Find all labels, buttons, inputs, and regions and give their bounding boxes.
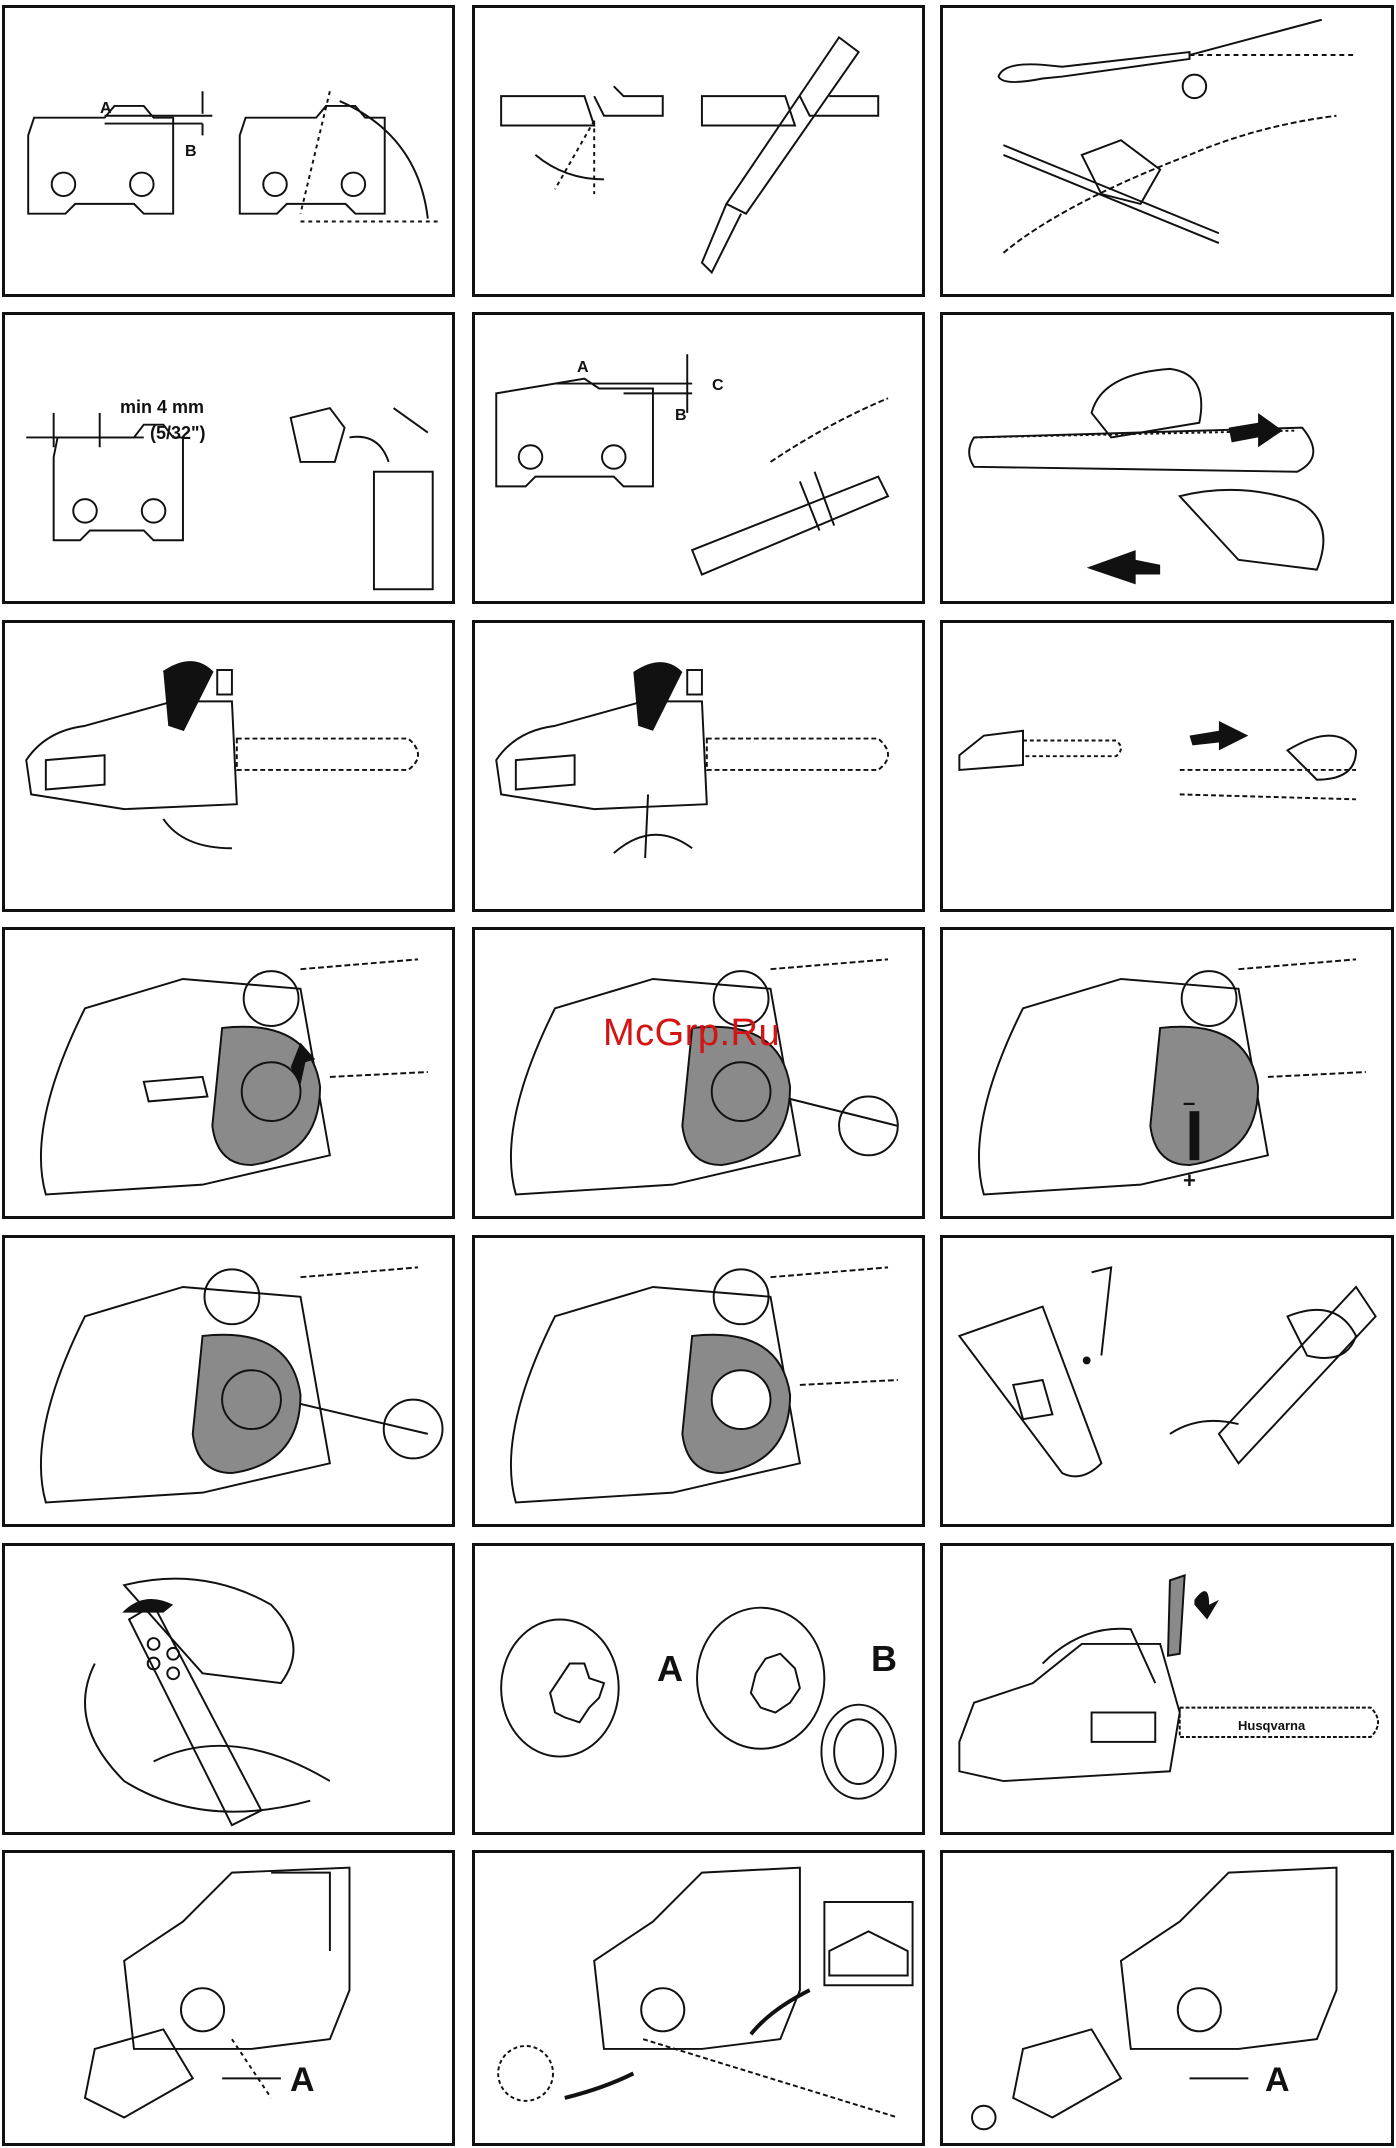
- panel-saw-screw-2: [472, 620, 925, 912]
- label-a: A: [100, 100, 112, 118]
- hand-icon: [943, 315, 1391, 601]
- label-b: B: [185, 143, 197, 161]
- label-c: C: [712, 377, 724, 395]
- chainsaw-icon: [943, 1546, 1391, 1832]
- hand-icon: [5, 1546, 452, 1832]
- plus-sign: +: [1183, 1168, 1196, 1194]
- panel-file-guide: [940, 5, 1394, 297]
- chainsaw-icon: [5, 623, 452, 909]
- label-b: B: [675, 407, 687, 425]
- file-guide-icon: [943, 8, 1391, 294]
- label-a: A: [657, 1648, 683, 1690]
- dim-in: (5/32"): [150, 423, 206, 444]
- panel-bar-lube: [940, 1235, 1394, 1527]
- tensioner-knob-icon: [475, 1238, 922, 1524]
- watermark-text: McGrp.Ru: [603, 1012, 780, 1055]
- panel-tensioner-3: – +: [940, 927, 1394, 1219]
- panel-depth-gauge: A B C: [472, 312, 925, 604]
- panel-tensioner-5: [472, 1235, 925, 1527]
- tensioner-knob-icon: [5, 930, 452, 1216]
- cutter-tooth-icon: [5, 8, 452, 294]
- chainsaw-icon: [5, 1853, 452, 2143]
- cutter-tooth-icon: [475, 315, 922, 601]
- panel-chain-mount: [472, 1850, 925, 2146]
- panel-depth-gauge-min: min 4 mm (5/32"): [2, 312, 455, 604]
- label-a: A: [577, 359, 589, 377]
- label-a: A: [1265, 2061, 1290, 2100]
- brand-label: Husqvarna: [1238, 1718, 1305, 1733]
- tensioner-knob-icon: [5, 1238, 452, 1524]
- panel-cover-refit: A: [940, 1850, 1394, 2146]
- sprocket-icon: [475, 1546, 922, 1832]
- cutter-tooth-icon: [5, 315, 452, 601]
- panel-saw-screw-1: [2, 620, 455, 912]
- minus-sign: –: [1183, 1090, 1195, 1116]
- panel-cover-removal: A: [2, 1850, 455, 2146]
- panel-tensioner-2: [472, 927, 925, 1219]
- chainsaw-icon: [943, 1853, 1391, 2143]
- label-a: A: [290, 2061, 315, 2100]
- panel-tensioner-4: [2, 1235, 455, 1527]
- label-b: B: [871, 1638, 897, 1680]
- file-icon: [475, 8, 922, 294]
- tensioner-knob-icon: [475, 930, 922, 1216]
- tensioner-knob-icon: [943, 930, 1391, 1216]
- panel-chain-brake: Husqvarna: [940, 1543, 1394, 1835]
- chainsaw-icon: [475, 1853, 922, 2143]
- panel-file-angle: [472, 5, 925, 297]
- chainsaw-icon: [475, 623, 922, 909]
- panel-cutter-angles: A B: [2, 5, 455, 297]
- panel-turn-bar: [940, 312, 1394, 604]
- panel-sprockets: A B: [472, 1543, 925, 1835]
- chainsaw-icon: [943, 623, 1391, 909]
- dim-mm: min 4 mm: [120, 397, 204, 418]
- panel-tensioner-1: [2, 927, 455, 1219]
- screwdriver-icon: [943, 1238, 1391, 1524]
- panel-bar-tip: [2, 1543, 455, 1835]
- panel-saw-bar-check: [940, 620, 1394, 912]
